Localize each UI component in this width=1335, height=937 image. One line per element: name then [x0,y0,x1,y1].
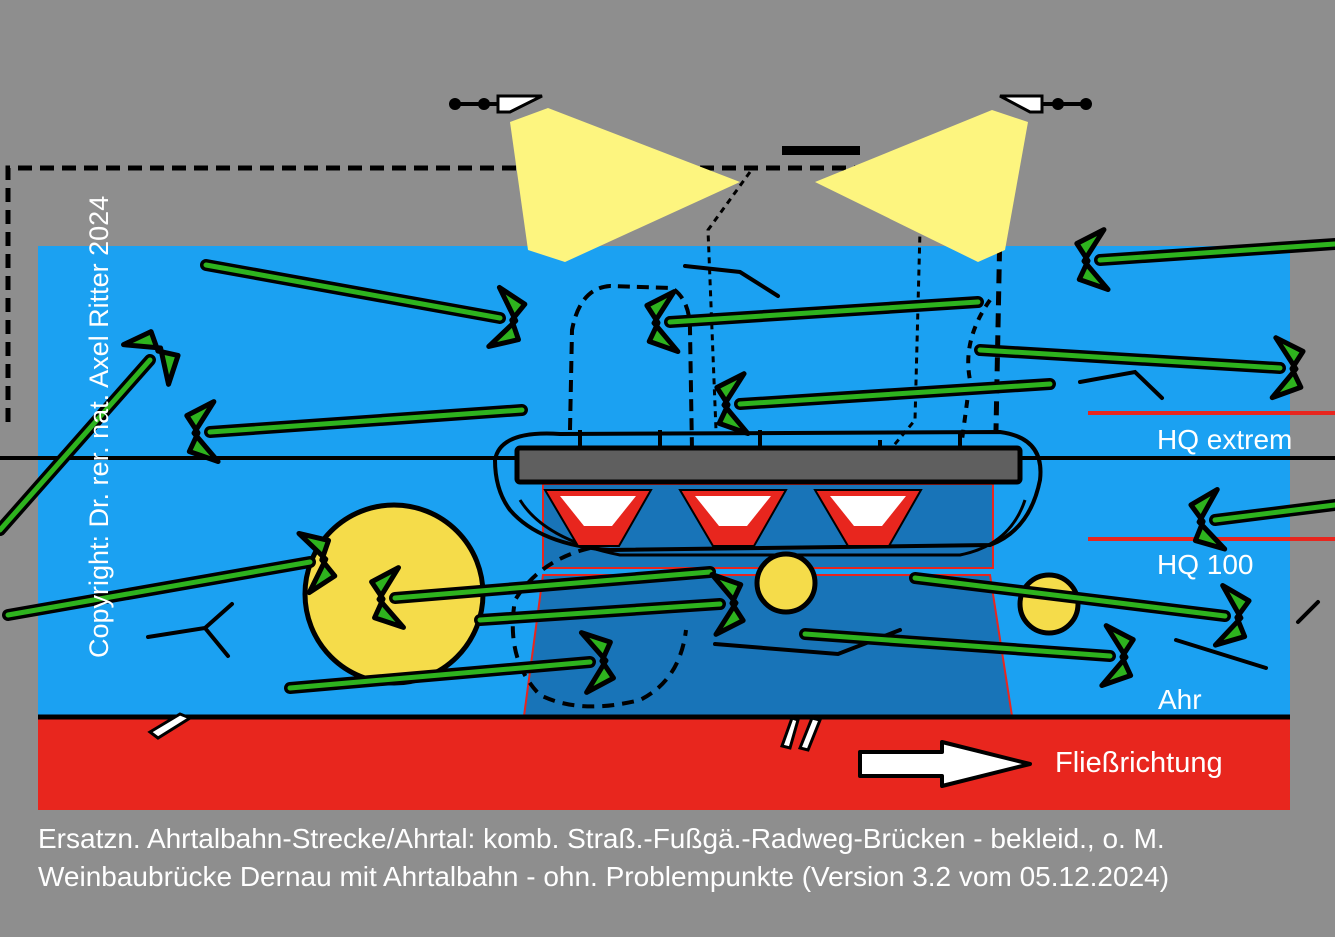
small-sign [782,146,860,155]
signal-left [449,94,543,114]
hq-extrem-label: HQ extrem [1157,424,1293,455]
tree-trunk [5,559,313,618]
dashed-right-arc [960,298,992,441]
tree-trunk [1212,502,1335,523]
copyright-text: Copyright: Dr. rer. nat. Axel Ritter 202… [84,195,114,658]
signal-beam-right [815,110,1028,262]
bridge-envelope [492,429,1043,553]
tree-trunk [667,299,981,325]
tree-trunk [1097,241,1335,263]
tree-trunk [802,631,1113,659]
dashed-boundary [5,165,1003,431]
flow-direction-label: Fließrichtung [1055,747,1223,779]
hq-100-label: HQ 100 [1157,549,1254,580]
debris-flat [147,712,823,752]
bridge-deck [514,445,1023,485]
signal-beam-left [510,108,740,262]
riverbed [38,718,1290,810]
tree-trunk [207,407,525,435]
tree-trunk [977,347,1283,371]
tree-trunk [477,601,723,623]
tree-trunk [287,659,593,691]
signal-right [999,94,1092,114]
yellow-marker-small [1017,572,1081,636]
caption: Ersatzn. Ahrtalbahn-Strecke/Ahrtal: komb… [38,820,1169,896]
tree-trunk [392,569,713,601]
tree-trunk [912,575,1228,619]
deck-posts [578,430,962,448]
tree-trunk [0,357,153,533]
tree-trunk [203,262,503,321]
dashed-pier-circle [510,546,688,709]
bridge-pier-2 [678,489,788,547]
caption-line-2: Weinbaubrücke Dernau mit Ahrtalbahn - oh… [38,861,1170,892]
yellow-marker-medium [754,551,818,615]
bridge-pier-3 [813,489,923,547]
flow-arrow-icon [858,740,1032,788]
drifting-trees [0,230,1335,693]
bridge-envelope-inner [518,499,1027,557]
bridge-pier-1 [543,489,653,547]
river-label: Ahr [1158,684,1202,715]
tree-trunk [737,381,1053,407]
caption-line-1: Ersatzn. Ahrtalbahn-Strecke/Ahrtal: komb… [38,823,1165,854]
